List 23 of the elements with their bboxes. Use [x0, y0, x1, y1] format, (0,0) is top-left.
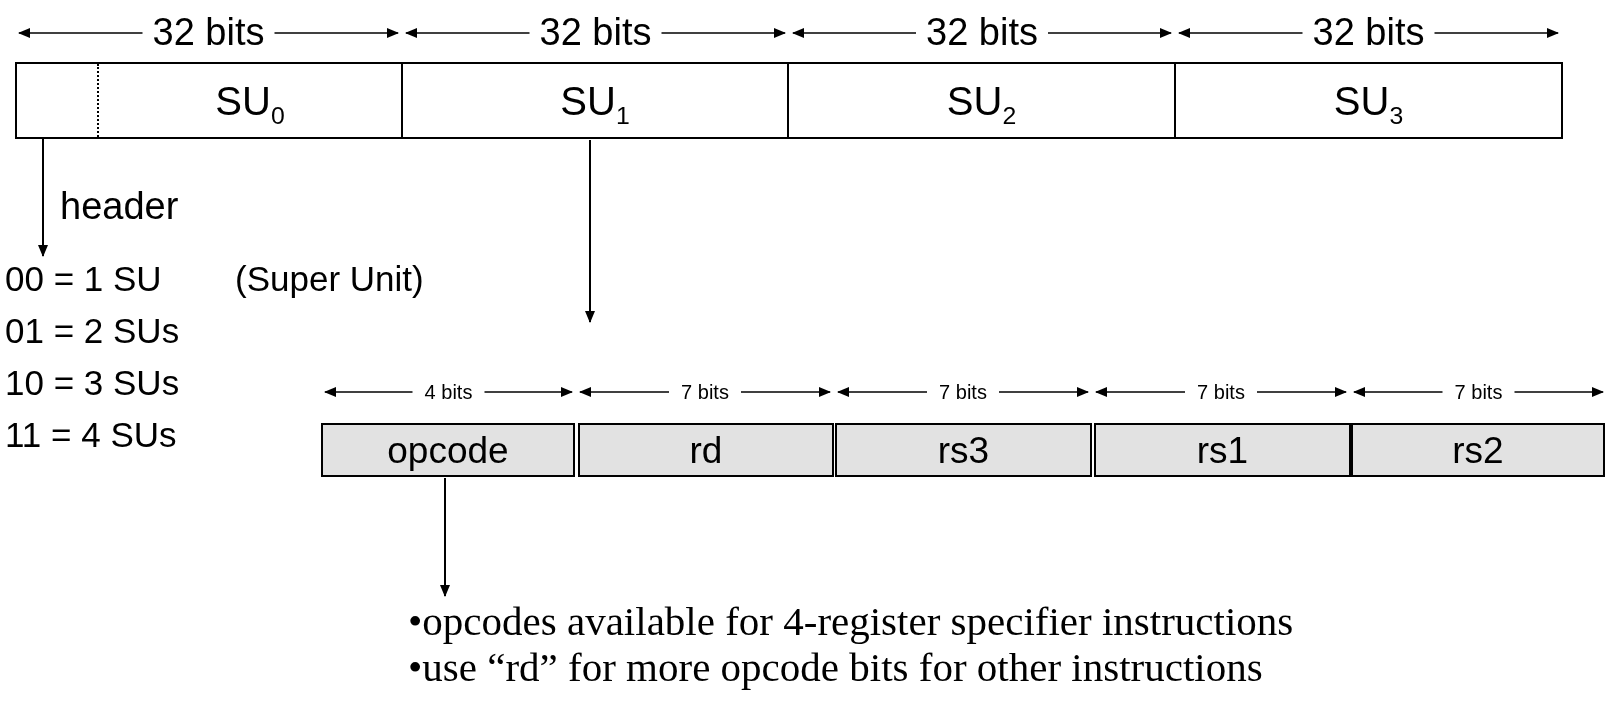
arrow — [440, 477, 450, 597]
code-text: 10 = 3 SUs — [5, 362, 180, 404]
code-text: 00 = 1 SU — [5, 258, 162, 300]
instruction-field — [578, 423, 834, 477]
bullet-text: •use “rd” for more opcode bits for other instructions — [408, 644, 1264, 690]
field-label: rs2 — [1452, 431, 1504, 469]
field-label: opcode — [387, 431, 509, 469]
instruction-field — [1351, 423, 1605, 477]
code-text: (Super Unit) — [235, 258, 424, 300]
field-label: rs1 — [1196, 431, 1249, 469]
bullet-text: •opcodes available for 4-register specifier instructions — [408, 598, 1295, 644]
instruction-field — [835, 423, 1092, 477]
instruction-field — [321, 423, 575, 477]
code-text: 11 = 4 SUs — [5, 414, 177, 456]
arrow — [585, 139, 595, 323]
code-text: 01 = 2 SUs — [5, 310, 180, 352]
instruction-field — [1094, 423, 1351, 477]
super-unit-box — [401, 62, 789, 139]
field-label: rs3 — [937, 431, 990, 469]
super-unit-box — [15, 62, 403, 139]
field-label: rd — [689, 431, 723, 469]
super-unit-box — [1174, 62, 1563, 139]
super-unit-box — [787, 62, 1176, 139]
